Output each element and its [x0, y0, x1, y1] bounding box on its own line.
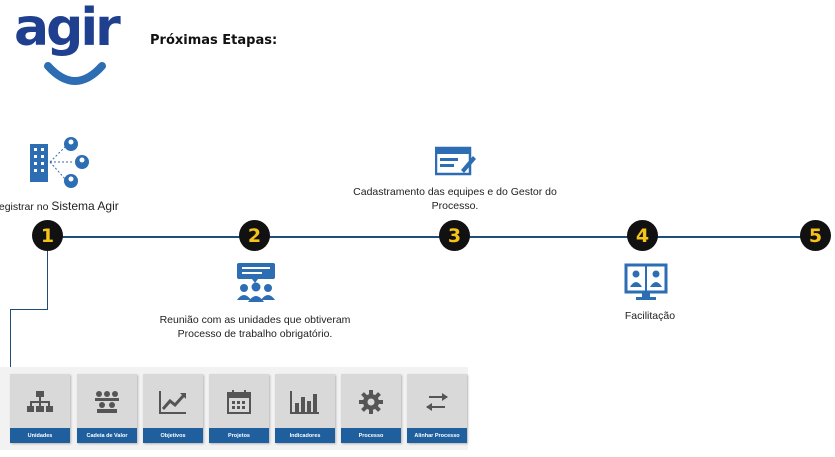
- tile-label: Indicadores: [275, 428, 335, 443]
- tile-label: Alinhar Processo: [407, 428, 467, 443]
- timeline-line: [48, 236, 818, 238]
- agir-logo: agir: [14, 0, 134, 85]
- calendar-icon: [209, 380, 269, 424]
- step-2-label: Reunião com as unidades que obtiveram Pr…: [159, 314, 351, 340]
- form-edit-icon: [435, 146, 476, 176]
- logo-text: agir: [14, 0, 121, 58]
- logo-smile-icon: [44, 62, 106, 85]
- connector-line: [10, 309, 48, 310]
- tile-indicadores[interactable]: Indicadores: [275, 374, 335, 443]
- tile-projetos[interactable]: Projetos: [209, 374, 269, 443]
- step-1-label: Registrar no Sistema Agir: [0, 199, 119, 213]
- tile-label: Projetos: [209, 428, 269, 443]
- step-3-label: Cadastramento das equipes e do Gestor do…: [353, 186, 557, 212]
- org-chart-icon: [10, 380, 70, 424]
- connector-line: [10, 309, 11, 369]
- step-2-marker: 2: [239, 220, 270, 251]
- connector-line: [47, 251, 48, 309]
- tile-unidades[interactable]: Unidades: [10, 374, 70, 443]
- step-5-marker: 5: [800, 220, 831, 251]
- step-4-label: Facilitação: [624, 310, 676, 322]
- gear-icon: [341, 380, 401, 424]
- system-menu-panel: Unidades Cadeia de Valor Objetivos Proje…: [0, 367, 468, 450]
- tile-alinhar-processo[interactable]: Alinhar Processo: [407, 374, 467, 443]
- trend-chart-icon: [143, 380, 203, 424]
- step-4-marker: 4: [627, 220, 658, 251]
- tile-label: Cadeia de Valor: [77, 428, 137, 443]
- step-1-marker: 1: [32, 220, 63, 251]
- meeting-icon: [237, 263, 275, 302]
- tile-label: Objetivos: [143, 428, 203, 443]
- video-call-icon: [624, 263, 668, 300]
- tile-cadeia-de-valor[interactable]: Cadeia de Valor: [77, 374, 137, 443]
- step-3-marker: 3: [439, 220, 470, 251]
- building-network-icon: [30, 137, 89, 188]
- tile-objetivos[interactable]: Objetivos: [143, 374, 203, 443]
- team-icon: [77, 380, 137, 424]
- swap-arrows-icon: [407, 380, 467, 424]
- tile-label: Processo: [341, 428, 401, 443]
- tile-processo[interactable]: Processo: [341, 374, 401, 443]
- page-title: Próximas Etapas:: [150, 33, 278, 48]
- bar-chart-icon: [275, 380, 335, 424]
- tile-label: Unidades: [10, 428, 70, 443]
